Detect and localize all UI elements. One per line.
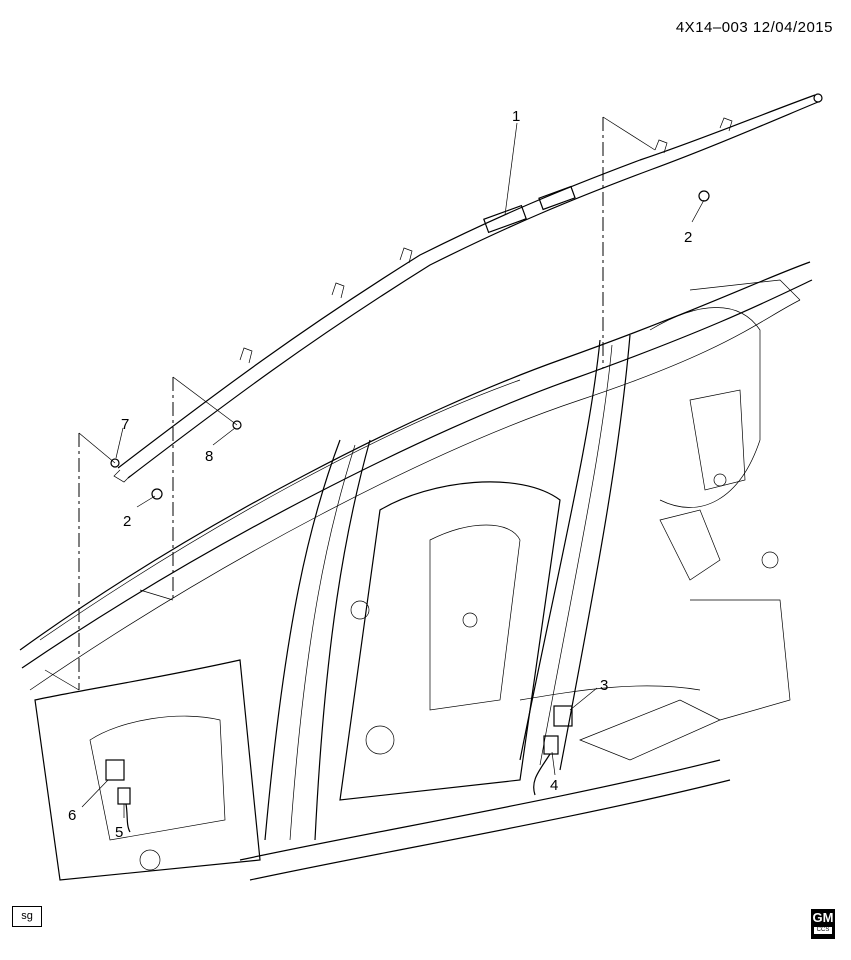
connector-5 [117,787,131,805]
alignment-lines [44,116,656,691]
gm-logo-text: GM [812,910,834,925]
connector-4 [543,735,559,755]
callout-4: 4 [550,777,558,794]
sensor-6 [105,759,125,781]
clip-7 [110,458,120,468]
retainer-8 [232,420,242,430]
body-side-frame [19,261,813,881]
fasteners [110,190,710,500]
curtain-airbag [113,93,823,483]
sensor-3 [553,705,573,727]
callout-3: 3 [600,677,608,694]
diagram-code: 4X14–003 12/04/2015 [675,19,833,36]
callouts: 1 2 2 3 4 5 6 7 8 [68,108,692,841]
bolt-2-lower [151,488,163,500]
callout-8: 8 [205,448,213,465]
callout-5: 5 [115,824,123,841]
bolt-2-upper [698,190,710,202]
callout-1: 1 [512,108,520,125]
gm-logo: GM CCS [811,909,835,939]
leader-lines [81,122,705,818]
callout-2b: 2 [123,513,131,530]
callout-7: 7 [121,416,129,433]
callout-2a: 2 [684,229,692,246]
gm-logo-subtext: CCS [814,927,832,934]
sensors [105,705,573,833]
sg-tag: sg [12,906,42,927]
callout-6: 6 [68,807,76,824]
